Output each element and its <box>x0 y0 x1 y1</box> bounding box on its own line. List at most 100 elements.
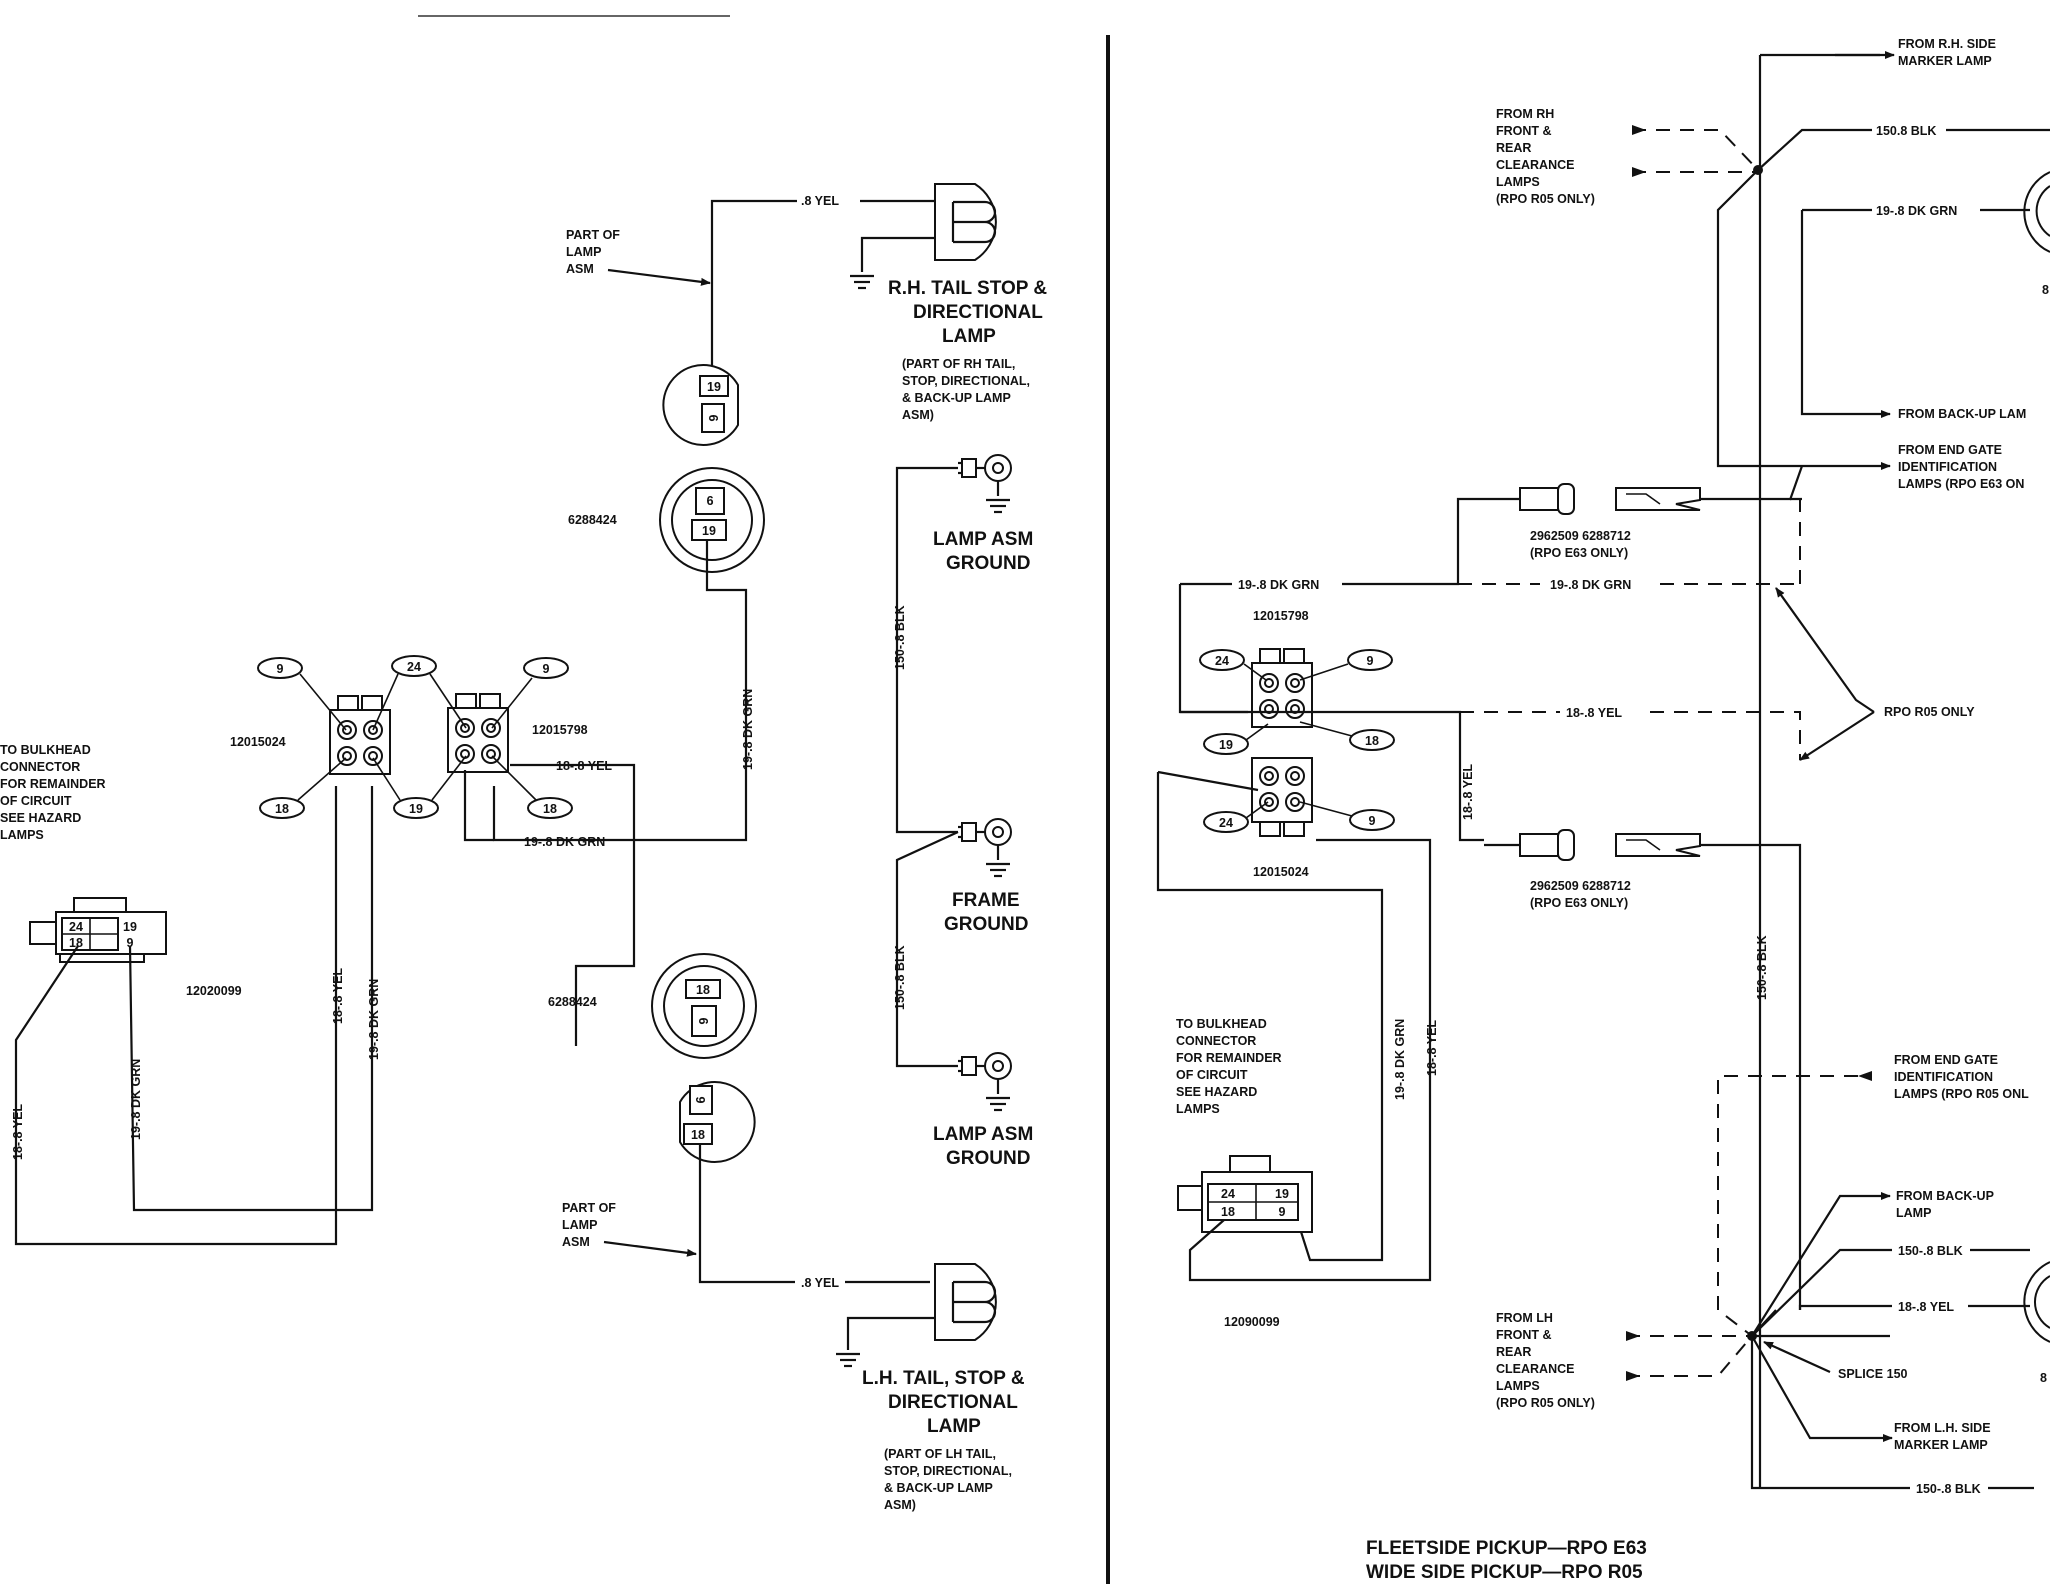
callout-18a: 18 <box>259 797 305 819</box>
blk-wire-upper <box>895 466 958 834</box>
connector-12015798-right <box>1251 648 1313 728</box>
svg-text:9: 9 <box>697 1017 711 1024</box>
wire-19-grn-b: 19-.8 DK GRN <box>367 979 381 1060</box>
svg-text:LAMPS (RPO R05 ONL: LAMPS (RPO R05 ONL <box>1894 1087 2029 1101</box>
svg-text:REAR: REAR <box>1496 1345 1531 1359</box>
svg-text:LAMP ASM: LAMP ASM <box>933 529 1033 550</box>
connector-12015798 <box>447 693 509 773</box>
svg-text:19: 19 <box>1275 1187 1289 1201</box>
svg-text:9: 9 <box>127 936 134 950</box>
wire-18-yel-b: 18-.8 YEL <box>331 968 345 1024</box>
svg-text:(PART OF LH TAIL,: (PART OF LH TAIL, <box>884 1447 996 1461</box>
svg-text:& BACK-UP LAMP: & BACK-UP LAMP <box>902 391 1011 405</box>
svg-text:LAMPS: LAMPS <box>1176 1102 1220 1116</box>
svg-text:9: 9 <box>1367 654 1374 668</box>
svg-text:SEE HAZARD: SEE HAZARD <box>1176 1085 1257 1099</box>
conn-b-label: 12015798 <box>532 723 588 737</box>
svg-text:CONNECTOR: CONNECTOR <box>1176 1034 1256 1048</box>
callout-24-top: 24 <box>1199 649 1245 671</box>
lh-lamp-title: L.H. TAIL, STOP & DIRECTIONAL LAMP <box>862 1368 1025 1437</box>
svg-text:LAMP: LAMP <box>927 1416 981 1437</box>
svg-text:18: 18 <box>275 802 289 816</box>
svg-text:ASM: ASM <box>562 1235 590 1249</box>
svg-text:CLEARANCE: CLEARANCE <box>1496 158 1574 172</box>
svg-text:FRONT &: FRONT & <box>1496 1328 1552 1342</box>
svg-text:L.H. TAIL, STOP &: L.H. TAIL, STOP & <box>862 1368 1025 1389</box>
lh-wire-label: .8 YEL <box>801 1276 839 1290</box>
svg-text:DIRECTIONAL: DIRECTIONAL <box>888 1392 1018 1413</box>
svg-text:24: 24 <box>69 920 83 934</box>
svg-text:2962509 6288712: 2962509 6288712 <box>1530 529 1631 543</box>
svg-text:CONNECTOR: CONNECTOR <box>0 760 80 774</box>
svg-text:FOR REMAINDER: FOR REMAINDER <box>1176 1051 1282 1065</box>
rh-wire-label: .8 YEL <box>801 194 839 208</box>
rh-yel-wire <box>710 199 797 368</box>
wire-150-blk-vert: 150-.8 BLK <box>1755 935 1769 1000</box>
lh-part-of-label: PART OF LAMP ASM <box>562 1201 616 1249</box>
grn-wire-vertical-label: 19-.8 DK GRN <box>741 689 755 770</box>
svg-text:FROM RH: FROM RH <box>1496 107 1554 121</box>
left-diagram: .8 YEL PART OF LAMP ASM R.H. TAIL STOP &… <box>0 182 1047 1512</box>
lh-lamp-connector: 9 18 <box>679 1081 756 1163</box>
left-bulkhead-label: 12020099 <box>186 984 242 998</box>
svg-text:19: 19 <box>702 524 716 538</box>
svg-text:24: 24 <box>407 660 421 674</box>
svg-text:19: 19 <box>707 380 721 394</box>
edge-mark-top: 8 <box>2042 283 2049 297</box>
left-bulkhead-note: TO BULKHEAD CONNECTOR FOR REMAINDER OF C… <box>0 743 106 842</box>
rh-lamp-title: R.H. TAIL STOP & DIRECTIONAL LAMP <box>888 278 1047 347</box>
svg-text:LAMP ASM: LAMP ASM <box>933 1124 1033 1145</box>
svg-text:LAMP: LAMP <box>566 245 601 259</box>
svg-text:9: 9 <box>693 1097 707 1104</box>
edge-mark-bot: 8 <box>2040 1371 2047 1385</box>
lamp-asm-ground-1-label: LAMP ASM GROUND <box>933 529 1033 574</box>
left-grn-wire-outer <box>128 786 374 1212</box>
svg-text:FRAME: FRAME <box>952 890 1020 911</box>
conn-a-label: 12015024 <box>230 735 286 749</box>
svg-text:FROM LH: FROM LH <box>1496 1311 1553 1325</box>
svg-text:TO BULKHEAD: TO BULKHEAD <box>0 743 91 757</box>
left-bulkhead-connector: 24 19 18 9 <box>29 897 167 963</box>
conn-bot-label: 12015024 <box>1253 865 1309 879</box>
svg-text:LAMPS: LAMPS <box>1496 1379 1540 1393</box>
splice-label: SPLICE 150 <box>1838 1367 1908 1381</box>
svg-text:9: 9 <box>277 662 284 676</box>
wire-18-yel-a: 18-.8 YEL <box>11 1104 25 1160</box>
svg-text:PART OF: PART OF <box>566 228 620 242</box>
from-end-gate-top: FROM END GATE IDENTIFICATION LAMPS (RPO … <box>1898 443 2024 491</box>
svg-text:(RPO E63 ONLY): (RPO E63 ONLY) <box>1530 896 1628 910</box>
lh-harness-connector: 18 9 <box>651 953 757 1059</box>
part-numbers-bot: 2962509 6288712 (RPO E63 ONLY) <box>1530 879 1631 910</box>
svg-text:DIRECTIONAL: DIRECTIONAL <box>913 302 1043 323</box>
svg-text:(RPO E63 ONLY): (RPO E63 ONLY) <box>1530 546 1628 560</box>
svg-text:LAMP: LAMP <box>1896 1206 1931 1220</box>
svg-text:GROUND: GROUND <box>944 914 1028 935</box>
svg-text:& BACK-UP LAMP: & BACK-UP LAMP <box>884 1481 993 1495</box>
svg-text:18: 18 <box>696 983 710 997</box>
yel-wire-to-lh <box>510 763 636 1046</box>
svg-text:(RPO R05 ONLY): (RPO R05 ONLY) <box>1496 1396 1595 1410</box>
lamp-asm-ground-2 <box>956 1051 1013 1112</box>
svg-text:FOR REMAINDER: FOR REMAINDER <box>0 777 106 791</box>
lower-conn-label: 6288424 <box>548 995 597 1009</box>
svg-text:24: 24 <box>1215 654 1229 668</box>
svg-text:9: 9 <box>1279 1205 1286 1219</box>
wire-150-blk-top: 150.8 BLK <box>1876 124 1936 138</box>
rh-lamp-note: (PART OF RH TAIL, STOP, DIRECTIONAL, & B… <box>902 357 1030 422</box>
callout-24: 24 <box>391 655 437 677</box>
svg-text:FROM END GATE: FROM END GATE <box>1898 443 2002 457</box>
svg-text:PART OF: PART OF <box>562 1201 616 1215</box>
rh-grn-wire <box>492 540 748 842</box>
connector-12015024 <box>329 695 391 775</box>
svg-text:OF CIRCUIT: OF CIRCUIT <box>0 794 72 808</box>
svg-text:18: 18 <box>691 1128 705 1142</box>
e63-connector-top <box>1500 483 1701 515</box>
svg-text:GROUND: GROUND <box>946 1148 1030 1169</box>
svg-text:9: 9 <box>707 414 721 421</box>
wire-19-grn-vert: 19-.8 DK GRN <box>1393 1019 1407 1100</box>
wire-150-blk-mid: 150-.8 BLK <box>1898 1244 1963 1258</box>
svg-text:STOP, DIRECTIONAL,: STOP, DIRECTIONAL, <box>884 1464 1012 1478</box>
svg-text:19: 19 <box>123 920 137 934</box>
svg-text:GROUND: GROUND <box>946 553 1030 574</box>
